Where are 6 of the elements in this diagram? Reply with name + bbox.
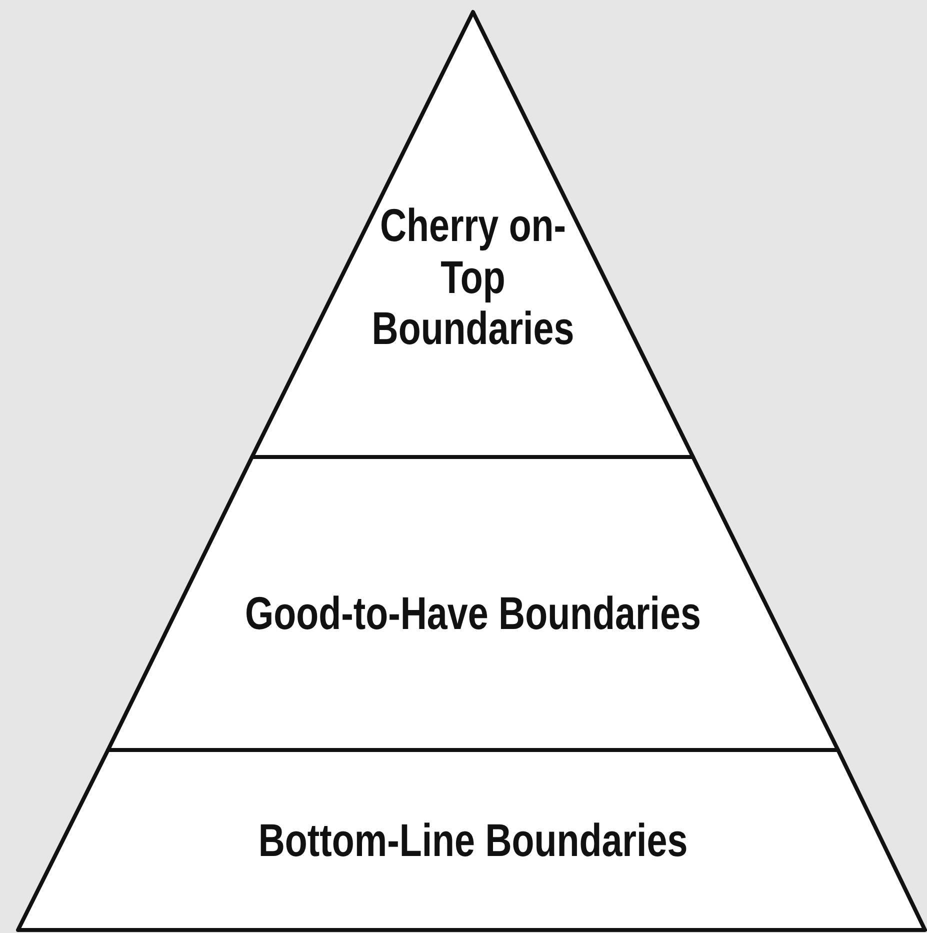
tier-label: Good-to-Have Boundaries [245, 588, 701, 640]
pyramid-middle-tier [108, 457, 838, 750]
pyramid-bottom-tier [18, 750, 925, 930]
pyramid-top-tier [252, 12, 693, 457]
tier-label: Cherry on-Top Boundaries [370, 200, 576, 355]
tier-label: Bottom-Line Boundaries [258, 815, 688, 867]
